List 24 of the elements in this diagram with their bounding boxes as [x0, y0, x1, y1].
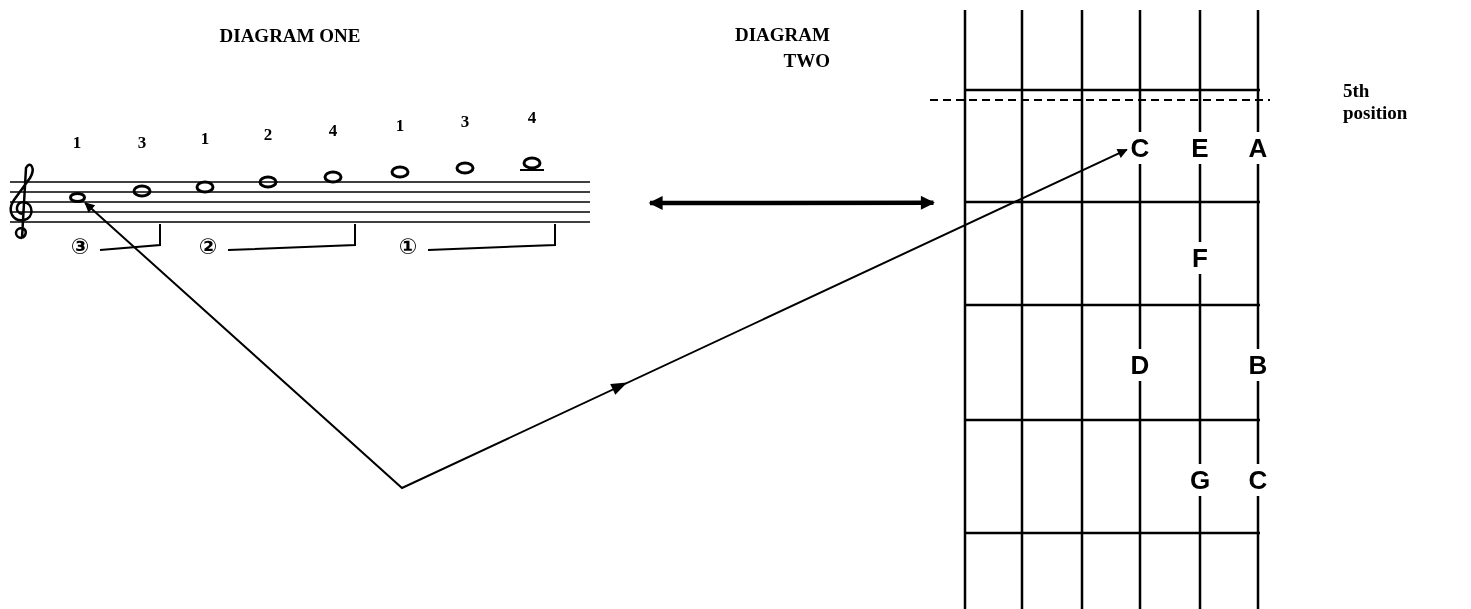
- fingering-number: 1: [394, 115, 406, 137]
- note-letter: C: [1129, 132, 1151, 164]
- string-number: ②: [197, 233, 219, 261]
- position-label: 5th position: [1343, 80, 1409, 124]
- string-number: ①: [397, 233, 419, 261]
- arrow: [84, 148, 1128, 490]
- fingering-number: 1: [71, 132, 83, 154]
- fingering-number: 3: [459, 111, 471, 133]
- section-label: DIAGRAM TWO: [734, 23, 830, 73]
- note-letter: A: [1247, 132, 1269, 164]
- section-label: DIAGRAM ONE: [218, 24, 362, 48]
- arrow: [648, 195, 935, 210]
- note-head: [69, 192, 86, 203]
- fingering-number: 2: [262, 124, 274, 146]
- string-number: ③: [69, 233, 91, 261]
- note-letter: G: [1189, 464, 1211, 496]
- fingering-number: 3: [136, 132, 148, 154]
- note-letter: E: [1189, 132, 1211, 164]
- note-letter: B: [1247, 349, 1269, 381]
- fingering-number: 4: [327, 120, 339, 142]
- note-letter: C: [1247, 464, 1269, 496]
- fingering-number: 1: [199, 128, 211, 150]
- fingering-number: 4: [526, 107, 538, 129]
- note-letter: D: [1129, 349, 1151, 381]
